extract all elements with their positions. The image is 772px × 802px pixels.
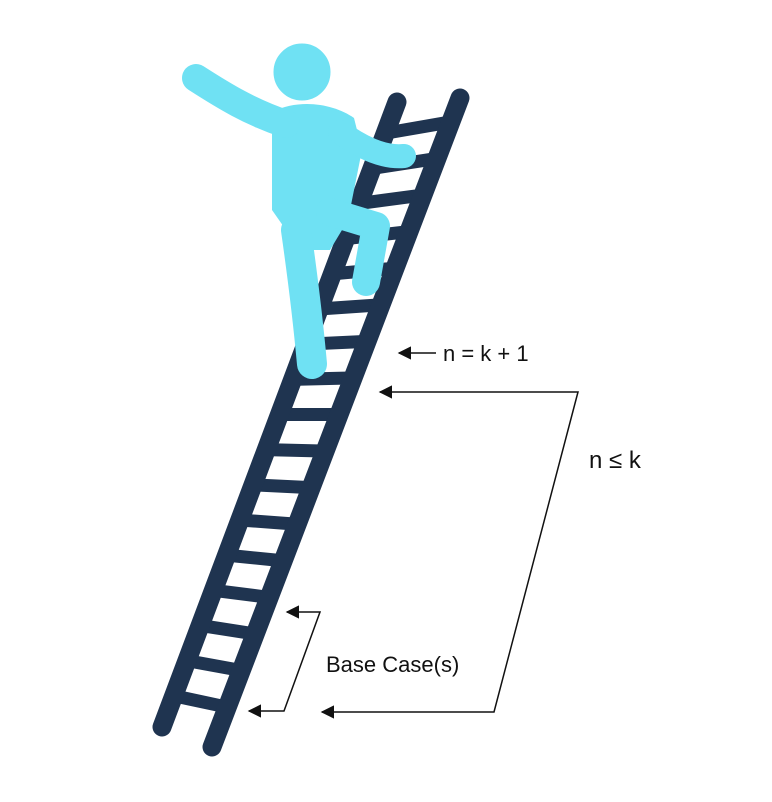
annotation-arrows xyxy=(247,346,579,719)
figure-bent-leg xyxy=(316,198,390,296)
hypothesis-bracket-arrow xyxy=(320,385,579,719)
figure-standing-leg xyxy=(281,215,327,379)
figure-right-arm xyxy=(328,120,416,169)
figure-head xyxy=(273,43,331,101)
hypothesis-label: n ≤ k xyxy=(589,447,641,474)
base-case-label: Base Case(s) xyxy=(326,652,460,677)
base-case-bracket-arrow xyxy=(247,605,322,718)
person-climbing-icon xyxy=(182,43,416,379)
figure-left-arm xyxy=(182,64,300,138)
inductive-step-label: n = k + 1 xyxy=(443,341,529,366)
